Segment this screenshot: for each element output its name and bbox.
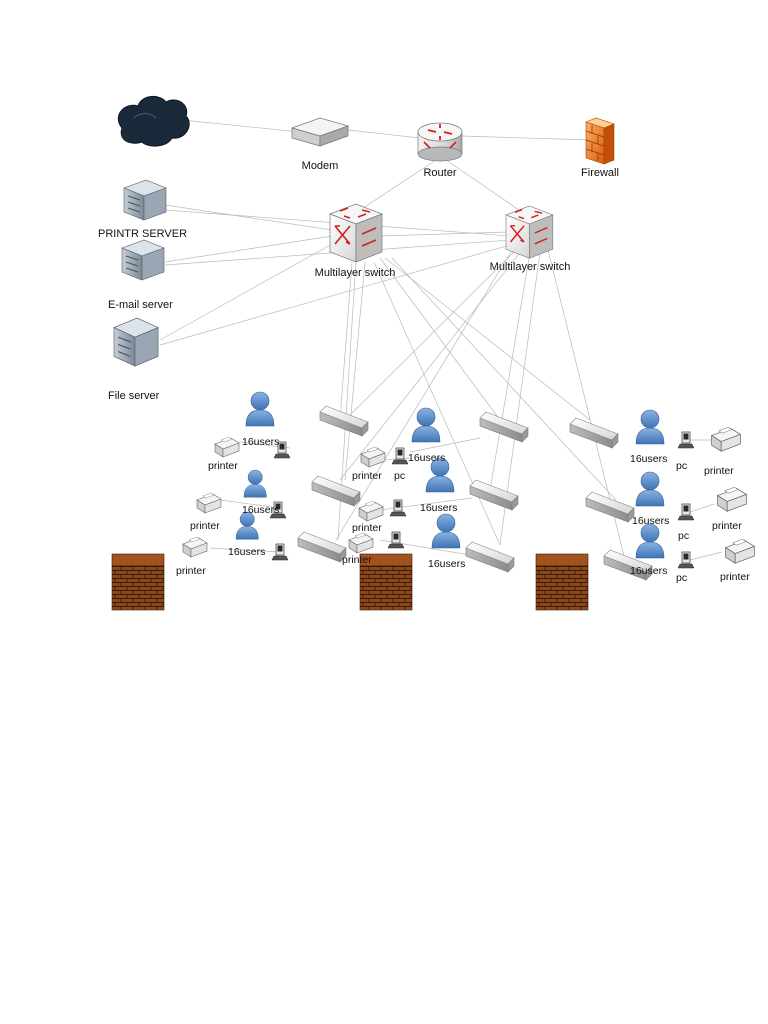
- pc-icon: [391, 447, 409, 465]
- user-icon: [235, 511, 259, 540]
- multilayer-switch-icon: [329, 203, 383, 263]
- user-icon: [245, 391, 275, 427]
- printer-label: printer: [208, 460, 238, 472]
- printer-icon: [725, 538, 755, 564]
- user-icon: [411, 407, 441, 443]
- pc-icon: [677, 551, 695, 569]
- printer-label: printer: [190, 520, 220, 532]
- server-icon: [121, 239, 165, 281]
- file-server-label: File server: [108, 390, 160, 402]
- users-label: 16users: [428, 558, 465, 570]
- users-label: 16users: [630, 453, 667, 465]
- email-server: E-mail server: [108, 239, 173, 311]
- printer-icon: [214, 436, 240, 458]
- printer-label: printer: [720, 571, 750, 583]
- multilayer-switch-icon: [505, 205, 554, 259]
- user-icon: [243, 469, 267, 498]
- access-switch-icon: [479, 411, 529, 443]
- access-switch-icon: [465, 541, 515, 573]
- users-label: 16users: [408, 452, 445, 464]
- access-switch-icon: [319, 405, 369, 437]
- printer-label: printer: [704, 465, 734, 477]
- router-label: Router: [423, 167, 456, 179]
- router: Router: [417, 122, 463, 179]
- modem-label: Modem: [302, 160, 339, 172]
- pc-icon: [389, 499, 407, 517]
- printer-label: printer: [352, 522, 382, 534]
- pc-label: pc: [676, 460, 687, 472]
- brick-wall-icon: [111, 553, 165, 611]
- pc-label: pc: [394, 470, 405, 482]
- user-icons: [235, 391, 665, 559]
- print-server: PRINTR SERVER: [98, 179, 187, 240]
- pc-label: pc: [678, 530, 689, 542]
- email-server-label: E-mail server: [108, 299, 173, 311]
- modem: Modem: [290, 117, 350, 172]
- modem-icon: [290, 117, 350, 147]
- brick-wall-icon: [535, 553, 589, 611]
- users-label: 16users: [242, 504, 279, 516]
- printer-label: printer: [342, 554, 372, 566]
- router-icon: [417, 122, 463, 162]
- printer-icon: [717, 486, 747, 512]
- users-label: 16users: [630, 565, 667, 577]
- access-labels: 16users 16users 16users 16users 16users …: [176, 436, 750, 584]
- server-icon: [113, 317, 159, 367]
- printer-icon: [182, 536, 208, 558]
- firewall-icon: [585, 117, 615, 165]
- user-icon: [431, 513, 461, 549]
- internet-cloud-icon: [117, 96, 190, 147]
- printer-label: printer: [352, 470, 382, 482]
- user-icon: [635, 523, 665, 559]
- multilayer-switch-right: Multilayer switch: [490, 205, 571, 273]
- pc-icon: [677, 503, 695, 521]
- users-label: 16users: [228, 546, 265, 558]
- access-switch-icon: [585, 491, 635, 523]
- printer-label: printer: [176, 565, 206, 577]
- file-server: File server: [108, 317, 160, 402]
- printer-icon: [196, 492, 222, 514]
- users-label: 16users: [420, 502, 457, 514]
- users-label: 16users: [242, 436, 279, 448]
- firewall: Firewall: [581, 117, 619, 179]
- pc-label: pc: [676, 572, 687, 584]
- access-switch-icon: [569, 417, 619, 449]
- access-switch-icon: [297, 531, 347, 563]
- printer-label: printer: [712, 520, 742, 532]
- printer-icon: [358, 500, 384, 522]
- server-icon: [123, 179, 167, 221]
- firewall-label: Firewall: [581, 167, 619, 179]
- printer-icon: [360, 446, 386, 468]
- pc-icon: [387, 531, 405, 549]
- users-label: 16users: [632, 515, 669, 527]
- user-icon: [635, 409, 665, 445]
- printer-icon: [711, 426, 741, 452]
- print-server-label: PRINTR SERVER: [98, 228, 187, 240]
- multilayer-switch-label: Multilayer switch: [490, 261, 571, 273]
- access-switch-icon: [469, 479, 519, 511]
- user-icon: [635, 471, 665, 507]
- multilayer-switch-label: Multilayer switch: [315, 267, 396, 279]
- multilayer-switch-left: Multilayer switch: [315, 203, 396, 279]
- printer-icon: [348, 532, 374, 554]
